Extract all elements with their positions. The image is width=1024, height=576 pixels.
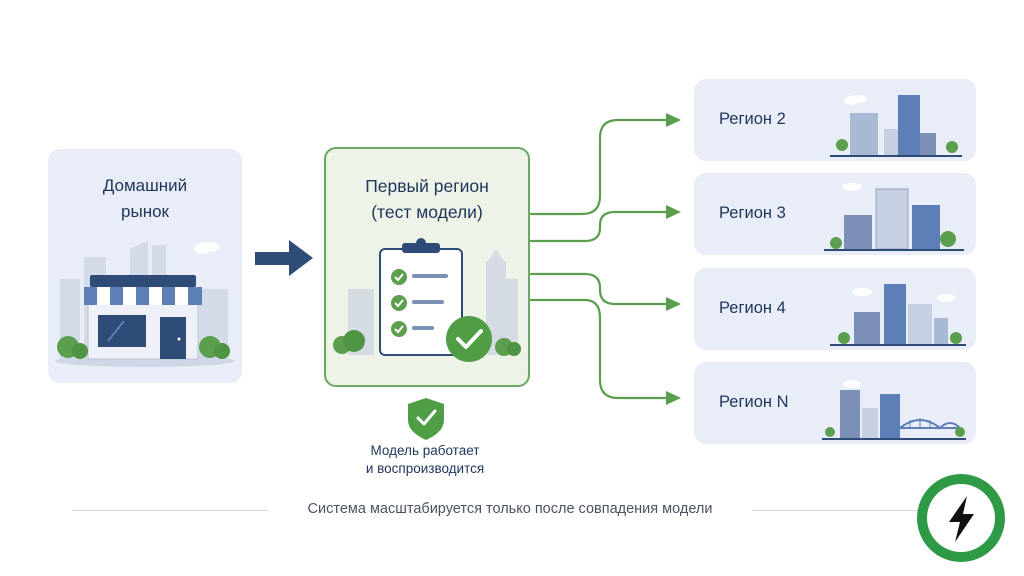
lightning-badge-inner [927,484,995,552]
region-label: Регион 3 [719,204,786,222]
first-region-card: Первый регион (тест модели) [324,147,530,387]
home-title-line2: рынок [121,202,169,221]
bridge-icon [822,380,966,440]
region-card: Регион 2 [694,79,976,161]
lightning-badge [917,474,1005,562]
region-card: Регион N [694,362,976,444]
region-card: Регион 4 [694,268,976,350]
status-line1: Модель работает [370,443,480,458]
home-market-card: Домашний рынок [48,149,242,383]
arrow-right-icon [255,240,313,276]
region-label: Регион 2 [719,110,786,128]
footer-divider-right [752,510,952,511]
region-card: Регион 3 [694,173,976,255]
status-line2: и воспроизводится [365,461,485,476]
region-label: Регион N [719,393,789,411]
home-market-title: Домашний рынок [48,173,242,225]
region-label: Регион 4 [719,299,786,317]
home-title-line1: Домашний [102,176,188,195]
model-status-text: Модель работает и воспроизводится [330,442,520,478]
store-icon [55,241,235,367]
clipboard-check-icon [333,238,521,362]
city-skyline-icon [824,183,964,251]
first-region-title-line1: Первый регион [365,176,489,196]
city-skyline-icon [830,95,962,157]
footer-caption: Система масштабируется только после совп… [307,501,713,517]
first-region-title-line2: (тест модели) [371,202,483,222]
lightning-bolt-icon [949,496,974,542]
footer-divider-left [72,510,268,511]
city-skyline-icon [830,284,966,346]
first-region-title: Первый регион (тест модели) [326,173,528,225]
